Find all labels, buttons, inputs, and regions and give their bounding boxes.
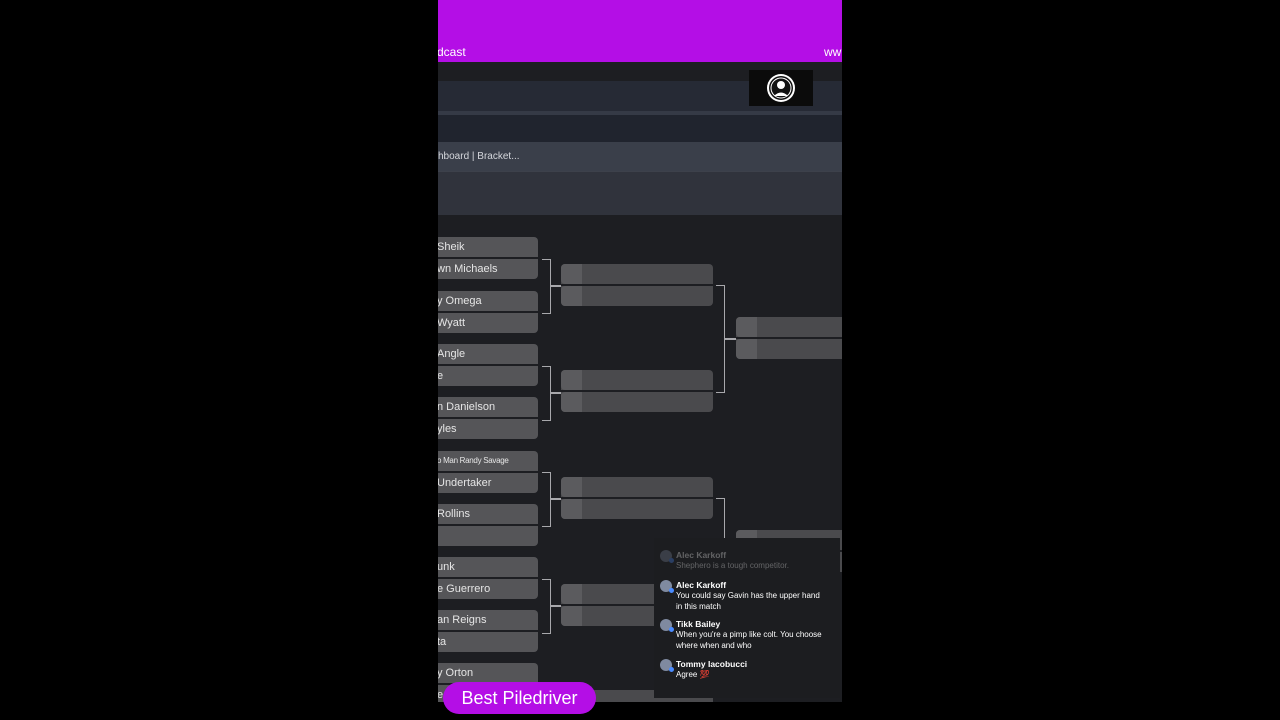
round2-match[interactable] — [561, 477, 713, 519]
live-chat-overlay: Alec Karkoff Shephero is a tough competi… — [654, 538, 840, 698]
toolbar-divider — [438, 111, 842, 115]
video-frame: dcast ww shboard | Bracket... Sheik wn M… — [438, 0, 842, 720]
competitor-slot[interactable]: Wyatt — [438, 313, 538, 333]
podcast-logo-icon — [767, 74, 795, 102]
match-8[interactable]: an Reigns ta — [438, 610, 538, 652]
competitor-slot[interactable]: wn Michaels — [438, 259, 538, 279]
bracket-connector — [724, 338, 736, 340]
caption-pill: Best Piledriver — [443, 682, 596, 714]
match-6[interactable]: Rollins — [438, 504, 538, 546]
bracket-connector — [542, 579, 551, 634]
tab-title: shboard | Bracket... — [438, 151, 520, 162]
browser-address-area — [438, 115, 842, 142]
competitor-slot[interactable]: Rollins — [438, 504, 538, 524]
chat-text: Shephero is a tough competitor. — [676, 561, 789, 570]
bracket-connector — [550, 605, 561, 607]
page-header — [438, 171, 842, 215]
chat-author: Tommy Iacobucci — [676, 659, 748, 669]
competitor-slot[interactable]: Angle — [438, 344, 538, 364]
chat-author: Tikk Bailey — [676, 619, 721, 629]
empty-slot[interactable] — [561, 392, 713, 412]
empty-slot[interactable] — [736, 339, 842, 359]
match-2[interactable]: y Omega Wyatt — [438, 291, 538, 333]
match-7[interactable]: unk e Guerrero — [438, 557, 538, 599]
competitor-slot[interactable]: y Omega — [438, 291, 538, 311]
browser-tab[interactable]: shboard | Bracket... — [438, 142, 842, 171]
empty-slot[interactable] — [561, 477, 713, 497]
empty-slot[interactable] — [561, 499, 713, 519]
competitor-slot[interactable]: n Danielson — [438, 397, 538, 417]
bracket-connector — [550, 285, 561, 287]
bracket-connector — [550, 392, 561, 394]
avatar — [660, 659, 674, 672]
bracket-connector — [550, 498, 561, 500]
round3-match[interactable] — [736, 317, 842, 359]
competitor-slot[interactable]: o Man Randy Savage — [438, 451, 538, 471]
podcast-logo — [749, 70, 813, 106]
chat-text: You could say Gavin has the upper hand i… — [676, 591, 820, 611]
empty-slot[interactable] — [561, 286, 713, 306]
avatar — [660, 550, 674, 563]
competitor-slot[interactable]: yles — [438, 419, 538, 439]
competitor-slot[interactable]: e Guerrero — [438, 579, 538, 599]
match-4[interactable]: n Danielson yles — [438, 397, 538, 439]
match-1[interactable]: Sheik wn Michaels — [438, 237, 538, 279]
top-banner: dcast ww — [438, 0, 842, 62]
empty-slot[interactable] — [561, 264, 713, 284]
bracket-connector — [542, 472, 551, 527]
chat-author: Alec Karkoff — [676, 580, 727, 590]
chat-text: When you're a pimp like colt. You choose… — [676, 630, 822, 650]
chat-author: Alec Karkoff — [676, 550, 727, 560]
competitor-slot[interactable]: Undertaker — [438, 473, 538, 493]
bracket-connector — [542, 366, 551, 421]
competitor-slot[interactable]: Sheik — [438, 237, 538, 257]
round2-match[interactable] — [561, 264, 713, 306]
match-5[interactable]: o Man Randy Savage Undertaker — [438, 451, 538, 493]
avatar — [660, 580, 674, 593]
empty-slot[interactable] — [736, 317, 842, 337]
banner-left-text: dcast — [438, 45, 466, 59]
competitor-slot[interactable] — [438, 526, 538, 546]
competitor-slot[interactable]: ta — [438, 632, 538, 652]
chat-text: Agree 💯 — [676, 670, 710, 679]
competitor-slot[interactable]: y Orton — [438, 663, 538, 683]
competitor-slot[interactable]: unk — [438, 557, 538, 577]
avatar — [660, 619, 674, 632]
competitor-slot[interactable]: e — [438, 366, 538, 386]
competitor-slot[interactable]: an Reigns — [438, 610, 538, 630]
empty-slot[interactable] — [561, 370, 713, 390]
bracket-connector — [542, 259, 551, 314]
banner-right-text: ww — [824, 45, 842, 59]
match-3[interactable]: Angle e — [438, 344, 538, 386]
round2-match[interactable] — [561, 370, 713, 412]
